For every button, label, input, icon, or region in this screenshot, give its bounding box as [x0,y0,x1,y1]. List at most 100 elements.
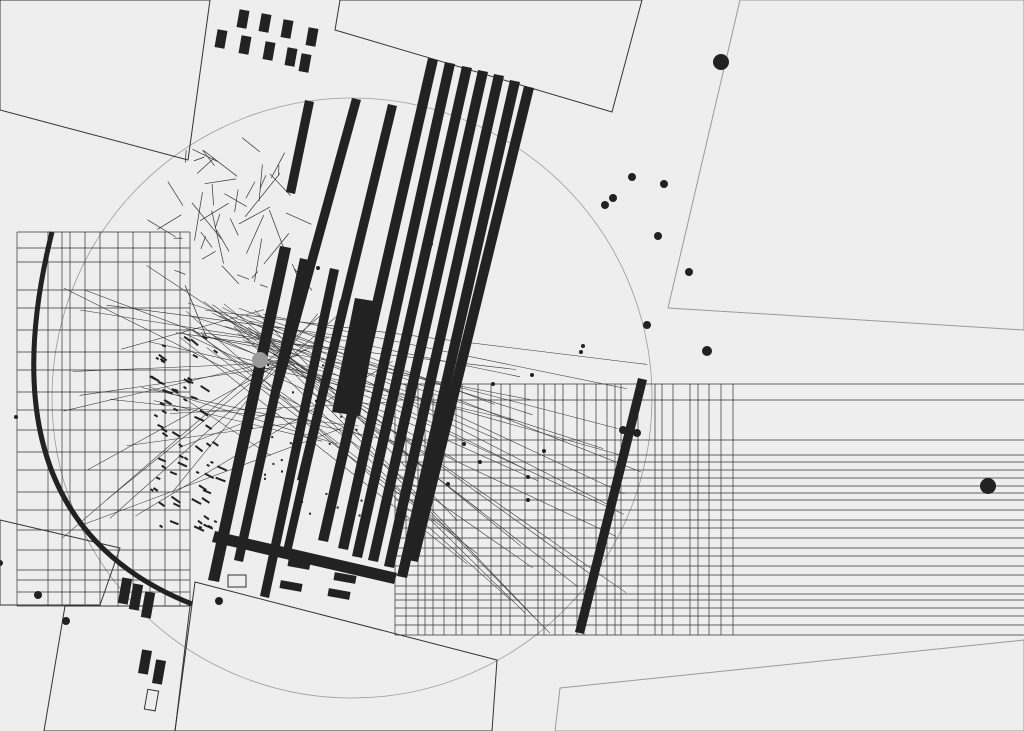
dash-mark [190,338,199,347]
small-block [305,27,319,47]
scribble-line [259,284,268,288]
dash-mark [159,524,164,529]
fan-line [153,400,323,442]
dot [633,429,641,437]
dash-mark [183,335,191,342]
dash-mark [325,492,328,495]
dash-mark [280,459,283,462]
dash-mark [193,525,205,532]
bar-frame [212,298,647,634]
scribble-line [245,181,256,199]
dash-mark [155,356,160,361]
dash-mark [322,382,325,385]
small-block [151,659,167,685]
dash-mark [205,442,212,448]
scribble-line [194,192,203,241]
dot [654,232,662,240]
dot [478,460,482,464]
scribble-line [221,265,240,285]
dot [601,201,609,209]
dash-mark [191,498,202,505]
hollow-rect-1 [227,574,247,588]
plane-bottom [174,581,498,731]
dot [685,268,693,276]
dash-mark [177,461,188,468]
fan-line [178,408,282,448]
slanted-bar [208,246,291,582]
plane-bottom-right [554,639,1024,731]
dot [579,350,583,354]
slanted-bar [260,268,339,598]
dot [462,442,466,446]
dash-marks [149,334,371,532]
dot [215,597,223,605]
dash-mark [163,399,173,406]
small-block [140,591,156,619]
dash-mark [271,436,274,439]
dash-mark [291,443,294,446]
dash-mark [153,413,159,418]
dash-mark [170,495,181,504]
scribble-line [229,218,239,236]
scribble-line [193,156,205,162]
scribble-line [285,212,312,225]
small-block [117,577,133,605]
fan-line [159,381,271,456]
dash-mark [157,457,167,463]
dash-mark [213,349,219,354]
dash-mark [152,487,159,492]
fan-line [247,326,598,580]
small-block [279,580,303,592]
dash-mark [155,476,161,481]
dot [429,242,433,246]
scribble-line [147,219,176,238]
dash-mark [368,436,371,439]
scattered-dots [0,54,996,625]
dot [482,207,488,213]
dash-mark [203,514,210,521]
dash-mark [330,369,333,372]
dot [713,54,729,70]
hollow-rects [143,574,247,712]
dot [609,194,617,202]
scribble-line [202,149,215,166]
dash-mark [159,358,166,363]
dash-mark [206,463,210,467]
scribble-line [271,152,285,179]
dash-mark [301,500,304,503]
fan-line [263,342,579,587]
scribble-line [244,173,281,217]
scribble-line [224,193,247,207]
slanted-bar [408,86,534,562]
dash-mark [267,364,270,367]
scribble-line [203,150,238,177]
dash-mark [194,415,205,422]
dash-mark [198,484,207,492]
dash-mark [178,454,184,459]
dash-mark [322,364,325,367]
small-block [137,649,153,675]
grey-dot [252,352,268,368]
small-block [333,572,357,584]
dash-mark [172,407,179,412]
small-block [238,35,252,55]
dash-mark [292,391,295,394]
scribble-line [200,236,206,250]
scribble-line [216,229,230,252]
slanted-bar [234,258,309,562]
dash-mark [210,460,214,464]
scribble-line [238,206,271,225]
scribble-line [258,164,263,202]
dash-mark [216,465,228,472]
dash-mark [161,409,167,415]
dash-mark [277,396,280,399]
dot [643,321,651,329]
slanted-bar [368,70,488,562]
dot [980,478,996,494]
dash-mark [190,395,198,401]
scribble-lines [147,137,313,336]
dash-mark [272,462,275,465]
plane-top-left [0,0,211,161]
dash-mark [337,403,340,406]
